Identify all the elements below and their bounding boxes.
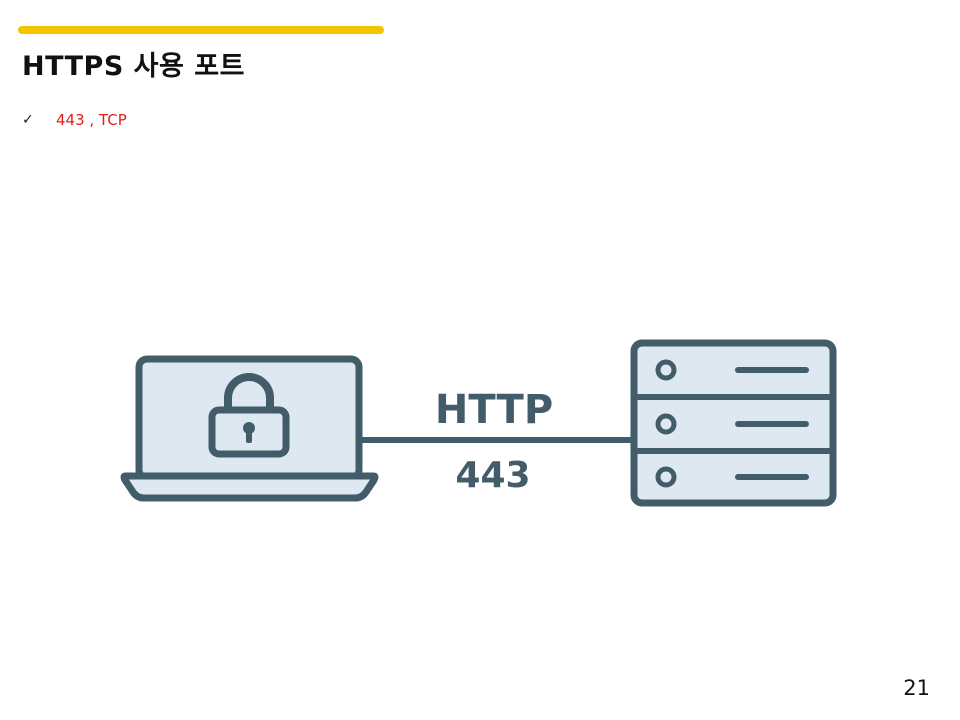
title-accent-bar [18, 26, 384, 34]
checkmark-icon: ✓ [22, 112, 34, 128]
bullet-text: 443 , TCP [56, 111, 127, 129]
protocol-label: HTTP [435, 387, 553, 433]
lock-icon [208, 373, 290, 458]
port-label: 443 [455, 455, 530, 496]
slide-title: HTTPS 사용 포트 [22, 51, 245, 82]
server-icon [630, 339, 837, 507]
bullet-item: ✓ 443 , TCP [22, 111, 127, 129]
page-number: 21 [903, 676, 930, 700]
